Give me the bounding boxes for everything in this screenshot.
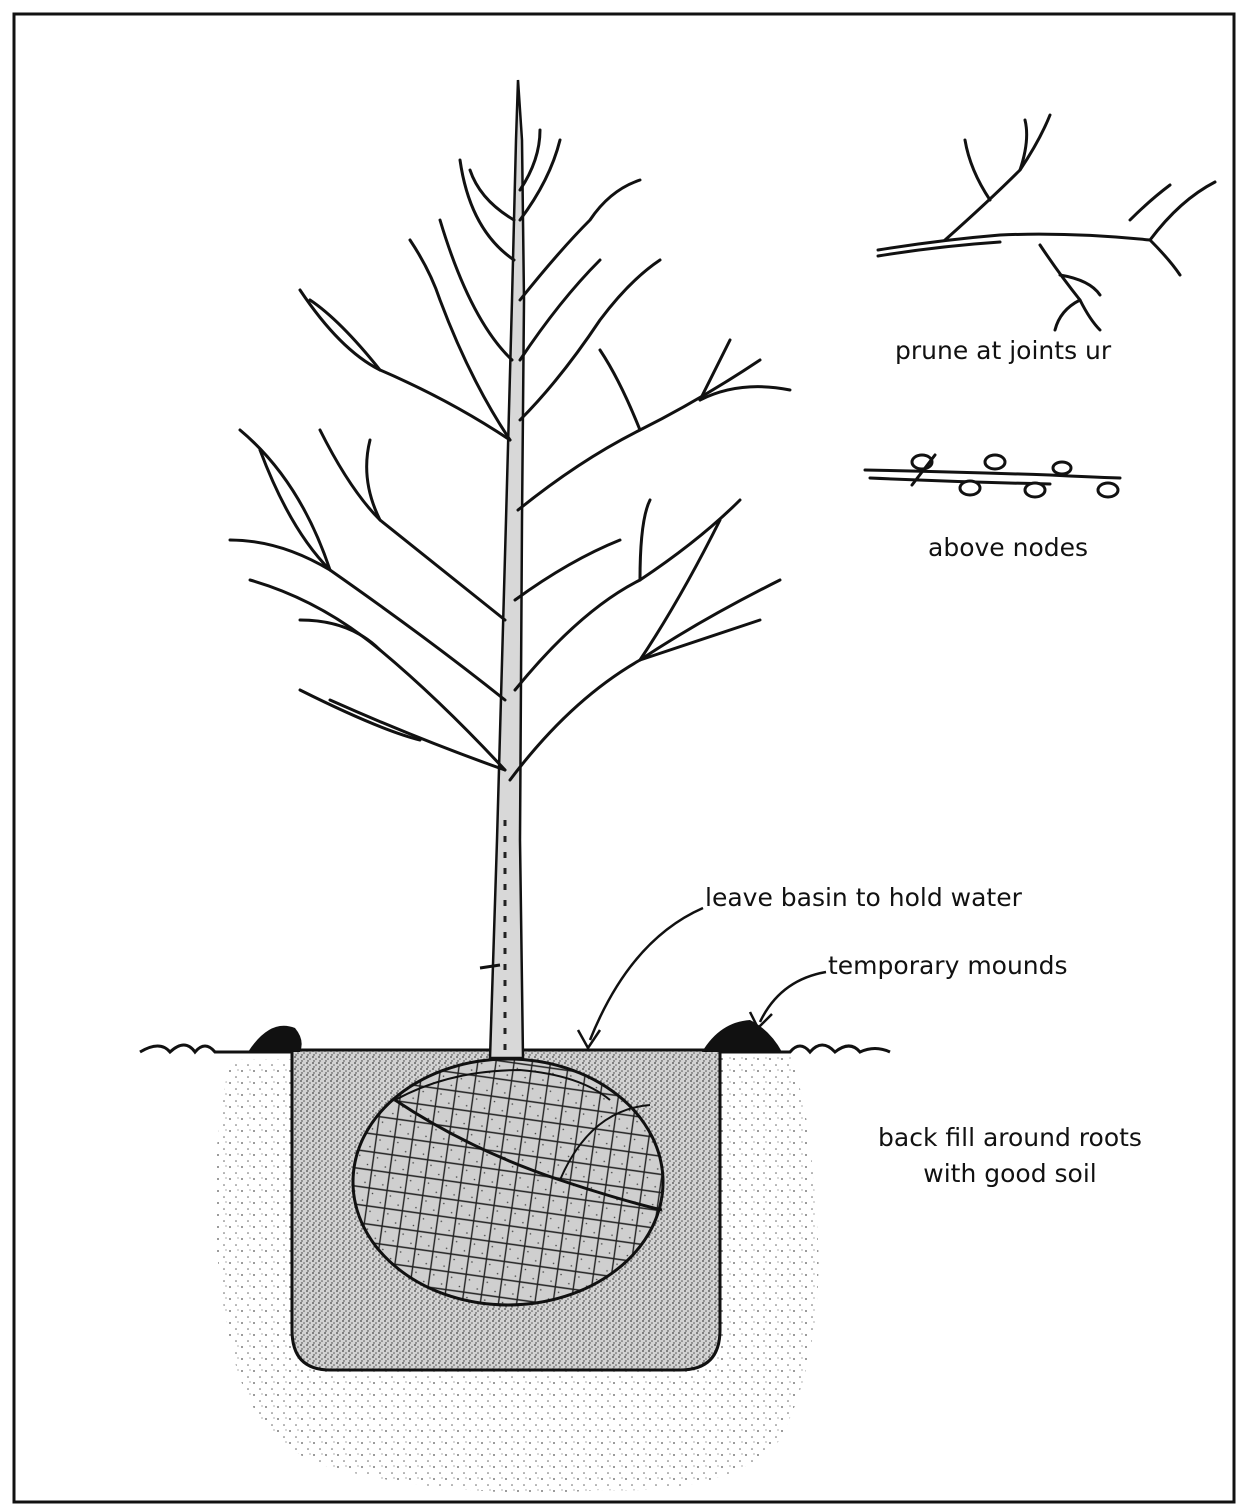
temporary-mound-left bbox=[248, 1026, 302, 1052]
backfill-label-line1: back fill around roots bbox=[860, 1122, 1160, 1154]
mounds-leader-arrow bbox=[750, 972, 826, 1028]
tree-trunk bbox=[480, 80, 524, 1058]
nodes-label: above nodes bbox=[928, 532, 1108, 564]
temporary-mound-right bbox=[702, 1020, 782, 1052]
prune-label: prune at joints ur bbox=[895, 335, 1135, 367]
basin-leader-arrow bbox=[578, 908, 703, 1048]
root-ball bbox=[353, 1059, 663, 1305]
prune-joint-branch-sketch bbox=[878, 115, 1215, 330]
backfill-label-line2: with good soil bbox=[860, 1158, 1160, 1190]
node-twig-sketch bbox=[865, 455, 1120, 497]
mounds-label: temporary mounds bbox=[828, 950, 1088, 982]
basin-label: leave basin to hold water bbox=[705, 882, 1045, 914]
